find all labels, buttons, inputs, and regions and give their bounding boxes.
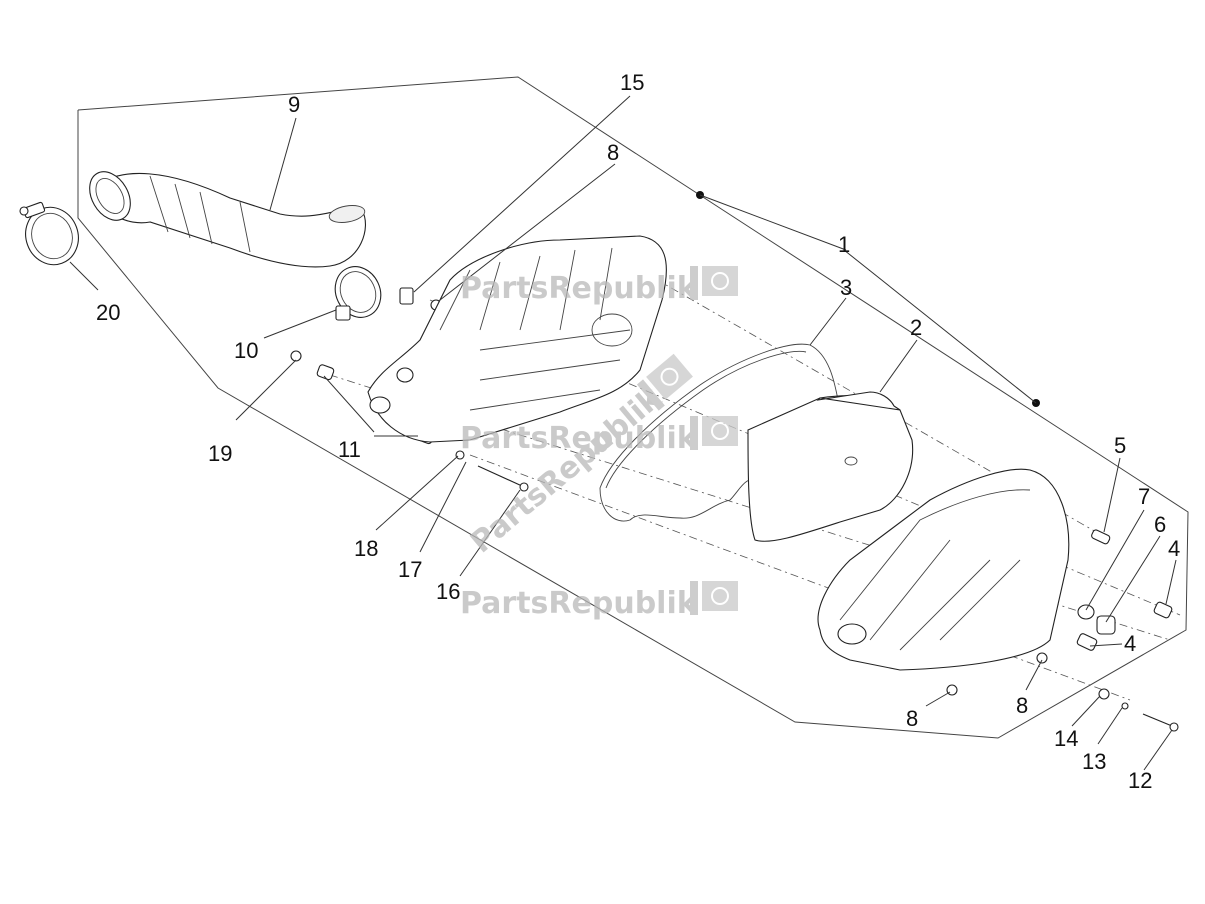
callout-13: 13 xyxy=(1082,749,1106,774)
filter-element-part-2 xyxy=(747,391,914,542)
assembly-frame xyxy=(77,76,1189,739)
air-box-base xyxy=(367,191,704,443)
callout-5: 5 xyxy=(1114,433,1126,458)
callout-4-lower: 4 xyxy=(1124,631,1136,656)
callout-9: 9 xyxy=(288,92,300,117)
callout-14: 14 xyxy=(1054,726,1078,751)
callout-1: 1 xyxy=(838,232,850,257)
cover-hardware xyxy=(946,529,1179,732)
callout-labels: 1 2 3 4 4 5 6 7 8 8 8 9 10 11 12 13 14 1… xyxy=(96,70,1180,793)
gear-flag-icon xyxy=(690,416,698,450)
air-box-cover xyxy=(817,399,1070,671)
callout-10: 10 xyxy=(234,338,258,363)
gear-flag-icon xyxy=(690,581,698,615)
watermark-text: PartsRepublik xyxy=(460,421,698,456)
watermark-1: PartsRepublik xyxy=(460,266,738,306)
clip-part-15 xyxy=(399,287,414,305)
callout-17: 17 xyxy=(398,557,422,582)
watermark-2: PartsRepublik xyxy=(460,416,738,456)
callout-8-top: 8 xyxy=(607,140,619,165)
callout-8-bottom-right: 8 xyxy=(1016,693,1028,718)
callout-15: 15 xyxy=(620,70,644,95)
callout-18: 18 xyxy=(354,536,378,561)
callout-12: 12 xyxy=(1128,768,1152,793)
callout-19: 19 xyxy=(208,441,232,466)
callout-4-upper: 4 xyxy=(1168,536,1180,561)
gear-flag-icon xyxy=(636,379,665,411)
callout-3: 3 xyxy=(840,275,852,300)
watermark-text: PartsRepublik xyxy=(460,271,698,306)
callout-7: 7 xyxy=(1138,484,1150,509)
callout-11: 11 xyxy=(338,437,361,462)
watermark-3: PartsRepublik xyxy=(460,581,738,621)
callout-16: 16 xyxy=(436,579,460,604)
callout-8-bottom-left: 8 xyxy=(906,706,918,731)
intake-duct-part-9 xyxy=(89,171,366,268)
callout-6: 6 xyxy=(1154,512,1166,537)
callout-2: 2 xyxy=(910,315,922,340)
gear-flag-icon xyxy=(690,266,698,300)
watermark-text: PartsRepublik xyxy=(460,586,698,621)
leader-lines xyxy=(69,95,1177,771)
clamp-part-10 xyxy=(334,266,382,321)
callout-20: 20 xyxy=(96,300,120,325)
hose-clamp-part-20 xyxy=(19,201,79,266)
